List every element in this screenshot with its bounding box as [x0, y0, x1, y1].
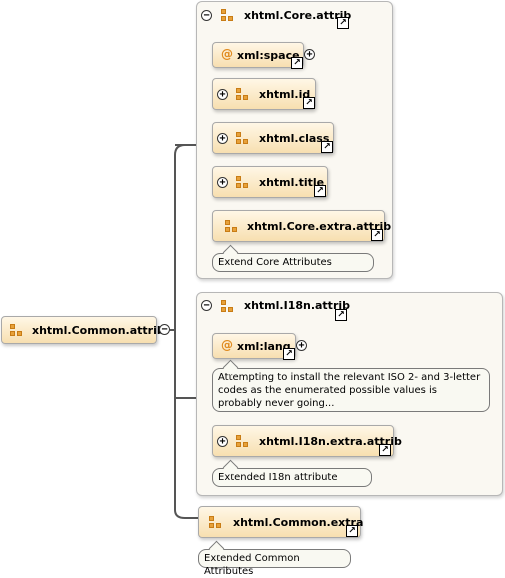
- attribute-xml-lang[interactable]: @ xml:lang ↗: [212, 333, 296, 360]
- root-node[interactable]: xhtml.Common.attrib: [1, 316, 165, 344]
- xhtml-class-label: xhtml.class: [259, 132, 330, 145]
- xhtml-id-label: xhtml.id: [259, 88, 311, 101]
- shortcut-arrow-icon[interactable]: ↗: [346, 525, 358, 537]
- group-icon: [236, 435, 249, 448]
- annotation-common-extra: Extended Common Attributes: [198, 549, 351, 577]
- i18n-group-title: xhtml.I18n.attrib: [244, 299, 351, 312]
- group-icon: [221, 300, 234, 313]
- group-icon: [10, 324, 23, 337]
- shortcut-arrow-icon[interactable]: ↗: [379, 444, 391, 456]
- xml-lang-label: xml:lang: [237, 340, 291, 353]
- group-xhtml-core-extra-attrib[interactable]: xhtml.Core.extra.attrib ↗: [212, 210, 391, 242]
- attribute-icon: @: [221, 47, 233, 61]
- attribute-xml-space[interactable]: @ xml:space ↗: [212, 42, 304, 69]
- expand-toggle-xhtml-title[interactable]: +: [217, 177, 228, 188]
- group-icon: [236, 176, 249, 189]
- common-extra-label: xhtml.Common.extra: [233, 516, 364, 529]
- group-icon: [209, 516, 222, 529]
- expand-toggle-i18n-extra[interactable]: +: [217, 436, 228, 447]
- root-label: xhtml.Common.attrib: [32, 324, 165, 337]
- collapse-toggle-i18n[interactable]: −: [201, 300, 212, 311]
- i18n-extra-label: xhtml.I18n.extra.attrib: [259, 435, 402, 448]
- annotation-i18n-extra: Extended I18n attribute: [212, 468, 372, 487]
- attribute-icon: @: [221, 338, 233, 352]
- group-icon: [236, 88, 249, 101]
- core-group-title: xhtml.Core.attrib: [244, 9, 352, 22]
- core-extra-label: xhtml.Core.extra.attrib: [247, 220, 392, 233]
- group-icon: [221, 9, 234, 22]
- shortcut-arrow-icon[interactable]: ↗: [314, 185, 326, 197]
- group-icon: [225, 220, 238, 233]
- shortcut-arrow-icon[interactable]: ↗: [303, 97, 315, 109]
- expand-toggle-xml-lang[interactable]: +: [296, 340, 307, 351]
- shortcut-arrow-icon[interactable]: ↗: [371, 229, 383, 241]
- shortcut-arrow-icon[interactable]: ↗: [321, 141, 333, 153]
- shortcut-arrow-icon[interactable]: ↗: [283, 348, 295, 360]
- group-xhtml-title[interactable]: + xhtml.title ↗: [212, 166, 328, 198]
- expand-toggle-xhtml-id[interactable]: +: [217, 89, 228, 100]
- annotation-xml-lang: Attempting to install the relevant ISO 2…: [212, 368, 490, 412]
- expand-toggle-xml-space[interactable]: +: [304, 49, 315, 60]
- shortcut-arrow-icon[interactable]: ↗: [337, 17, 349, 29]
- group-xhtml-id[interactable]: + xhtml.id ↗: [212, 78, 316, 110]
- group-xhtml-i18n-extra-attrib[interactable]: + xhtml.I18n.extra.attrib ↗: [212, 425, 402, 457]
- group-icon: [236, 132, 249, 145]
- xml-space-label: xml:space: [237, 49, 300, 62]
- collapse-toggle-root[interactable]: −: [159, 324, 170, 335]
- collapse-toggle-core[interactable]: −: [201, 10, 212, 21]
- xhtml-title-label: xhtml.title: [259, 176, 325, 189]
- group-xhtml-common-extra[interactable]: xhtml.Common.extra ↗: [198, 506, 364, 538]
- expand-toggle-xhtml-class[interactable]: +: [217, 133, 228, 144]
- shortcut-arrow-icon[interactable]: ↗: [335, 309, 347, 321]
- group-xhtml-class[interactable]: + xhtml.class ↗: [212, 122, 334, 154]
- shortcut-arrow-icon[interactable]: ↗: [291, 57, 303, 69]
- annotation-core: Extend Core Attributes: [212, 253, 374, 272]
